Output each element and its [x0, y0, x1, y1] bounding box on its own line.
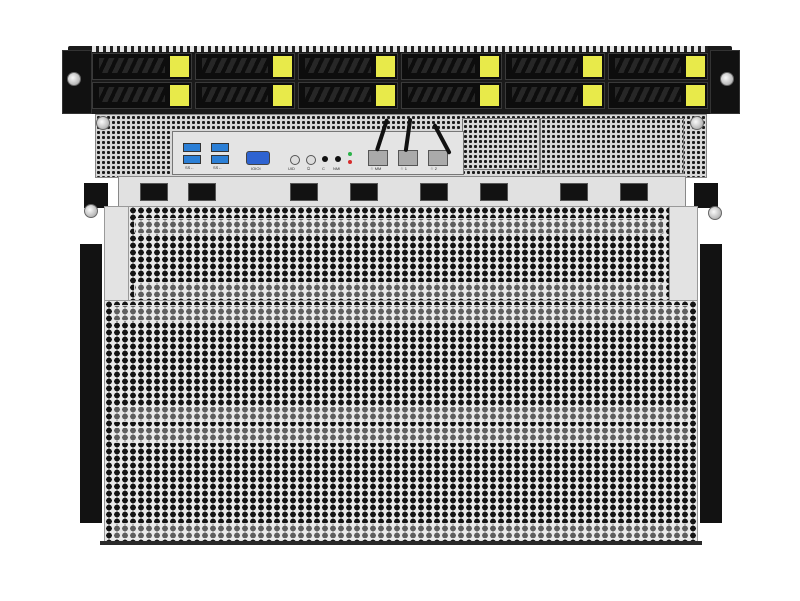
drive-tray[interactable]	[298, 53, 399, 80]
mesh-handle-band	[112, 427, 690, 443]
drive-bay-grid	[92, 53, 708, 109]
tray-latch[interactable]	[170, 56, 190, 77]
power-button[interactable]	[306, 155, 316, 165]
left-rail-screw-icon	[84, 204, 98, 218]
chassis-bottom-edge	[100, 541, 702, 545]
drive-tray[interactable]	[607, 82, 708, 109]
mesh-handle-band	[112, 406, 690, 422]
usb-port[interactable]	[211, 155, 229, 164]
uid-button[interactable]	[290, 155, 300, 165]
tray-grille	[408, 87, 475, 102]
qsfp-port[interactable]	[420, 183, 448, 201]
drive-tray[interactable]	[298, 82, 399, 109]
drive-tray[interactable]	[401, 53, 502, 80]
lan-label: ☃ 1	[400, 166, 407, 171]
usb-label: SS←	[213, 165, 223, 170]
drive-tray[interactable]	[92, 82, 193, 109]
lan-port[interactable]	[368, 150, 388, 166]
mesh-side-panel	[104, 206, 130, 303]
reset-button[interactable]	[322, 156, 328, 162]
io-layer-screw-icon	[96, 116, 110, 130]
usb-label: SS←	[185, 165, 195, 170]
vga-label: IOIOI	[251, 166, 261, 171]
vga-port[interactable]	[246, 151, 270, 165]
lan-port[interactable]	[428, 150, 448, 166]
qsfp-port[interactable]	[140, 183, 168, 201]
psu-vent	[462, 118, 540, 170]
tray-latch[interactable]	[376, 85, 396, 106]
tray-grille	[202, 87, 269, 102]
nmi-button[interactable]	[335, 156, 341, 162]
left-rail-tab	[84, 183, 108, 208]
lan-port[interactable]	[398, 150, 418, 166]
tray-latch[interactable]	[685, 85, 705, 106]
mesh-handle-band	[134, 218, 664, 234]
usb-port[interactable]	[211, 143, 229, 152]
psu-vent	[540, 118, 684, 174]
lan-label: ☃ 2	[430, 166, 437, 171]
tray-latch[interactable]	[273, 85, 293, 106]
right-rail-tab	[694, 183, 718, 208]
power-label: ⏻	[307, 166, 311, 171]
upper-front-mesh	[128, 206, 670, 303]
top-vent-rail	[92, 46, 708, 52]
qsfp-port[interactable]	[480, 183, 508, 201]
lower-front-mesh	[104, 300, 698, 544]
tray-grille	[511, 58, 578, 73]
qsfp-port[interactable]	[350, 183, 378, 201]
drive-tray[interactable]	[401, 82, 502, 109]
tray-grille	[408, 58, 475, 73]
tray-latch[interactable]	[376, 56, 396, 77]
uid-label: UID	[288, 166, 295, 171]
right-side-rail	[700, 244, 722, 523]
mesh-side-panel	[668, 206, 698, 303]
status-led-green	[348, 152, 352, 156]
drive-tray[interactable]	[195, 82, 296, 109]
mesh-handle-band	[134, 282, 664, 298]
nmi-label: NMI	[333, 166, 341, 171]
tray-latch[interactable]	[479, 56, 499, 77]
right-rail-screw-icon	[708, 206, 722, 220]
tray-grille	[99, 58, 166, 73]
usb-port[interactable]	[183, 155, 201, 164]
drive-tray[interactable]	[195, 53, 296, 80]
tray-latch[interactable]	[170, 85, 190, 106]
drive-tray[interactable]	[607, 53, 708, 80]
drive-tray[interactable]	[504, 53, 605, 80]
right-ear-screw-icon	[720, 72, 734, 86]
mesh-handle-band	[112, 305, 690, 321]
qsfp-port[interactable]	[620, 183, 648, 201]
qsfp-port[interactable]	[290, 183, 318, 201]
usb-port[interactable]	[183, 143, 201, 152]
tray-latch[interactable]	[479, 85, 499, 106]
tray-grille	[202, 58, 269, 73]
tray-grille	[614, 87, 681, 102]
qsfp-port[interactable]	[188, 183, 216, 201]
reset-label: C	[322, 166, 325, 171]
tray-grille	[305, 87, 372, 102]
qsfp-port[interactable]	[560, 183, 588, 201]
mesh-handle-band	[112, 523, 690, 539]
tray-latch[interactable]	[582, 85, 602, 106]
tray-grille	[99, 87, 166, 102]
left-ear-screw-icon	[67, 72, 81, 86]
lan-label: ☃ MM	[370, 166, 382, 171]
tray-grille	[305, 58, 372, 73]
drive-tray[interactable]	[92, 53, 193, 80]
tray-grille	[511, 87, 578, 102]
io-layer-screw-icon	[690, 116, 704, 130]
status-led-red	[348, 160, 352, 164]
left-side-rail	[80, 244, 102, 523]
tray-latch[interactable]	[582, 56, 602, 77]
tray-grille	[614, 58, 681, 73]
tray-latch[interactable]	[685, 56, 705, 77]
tray-latch[interactable]	[273, 56, 293, 77]
drive-tray[interactable]	[504, 82, 605, 109]
